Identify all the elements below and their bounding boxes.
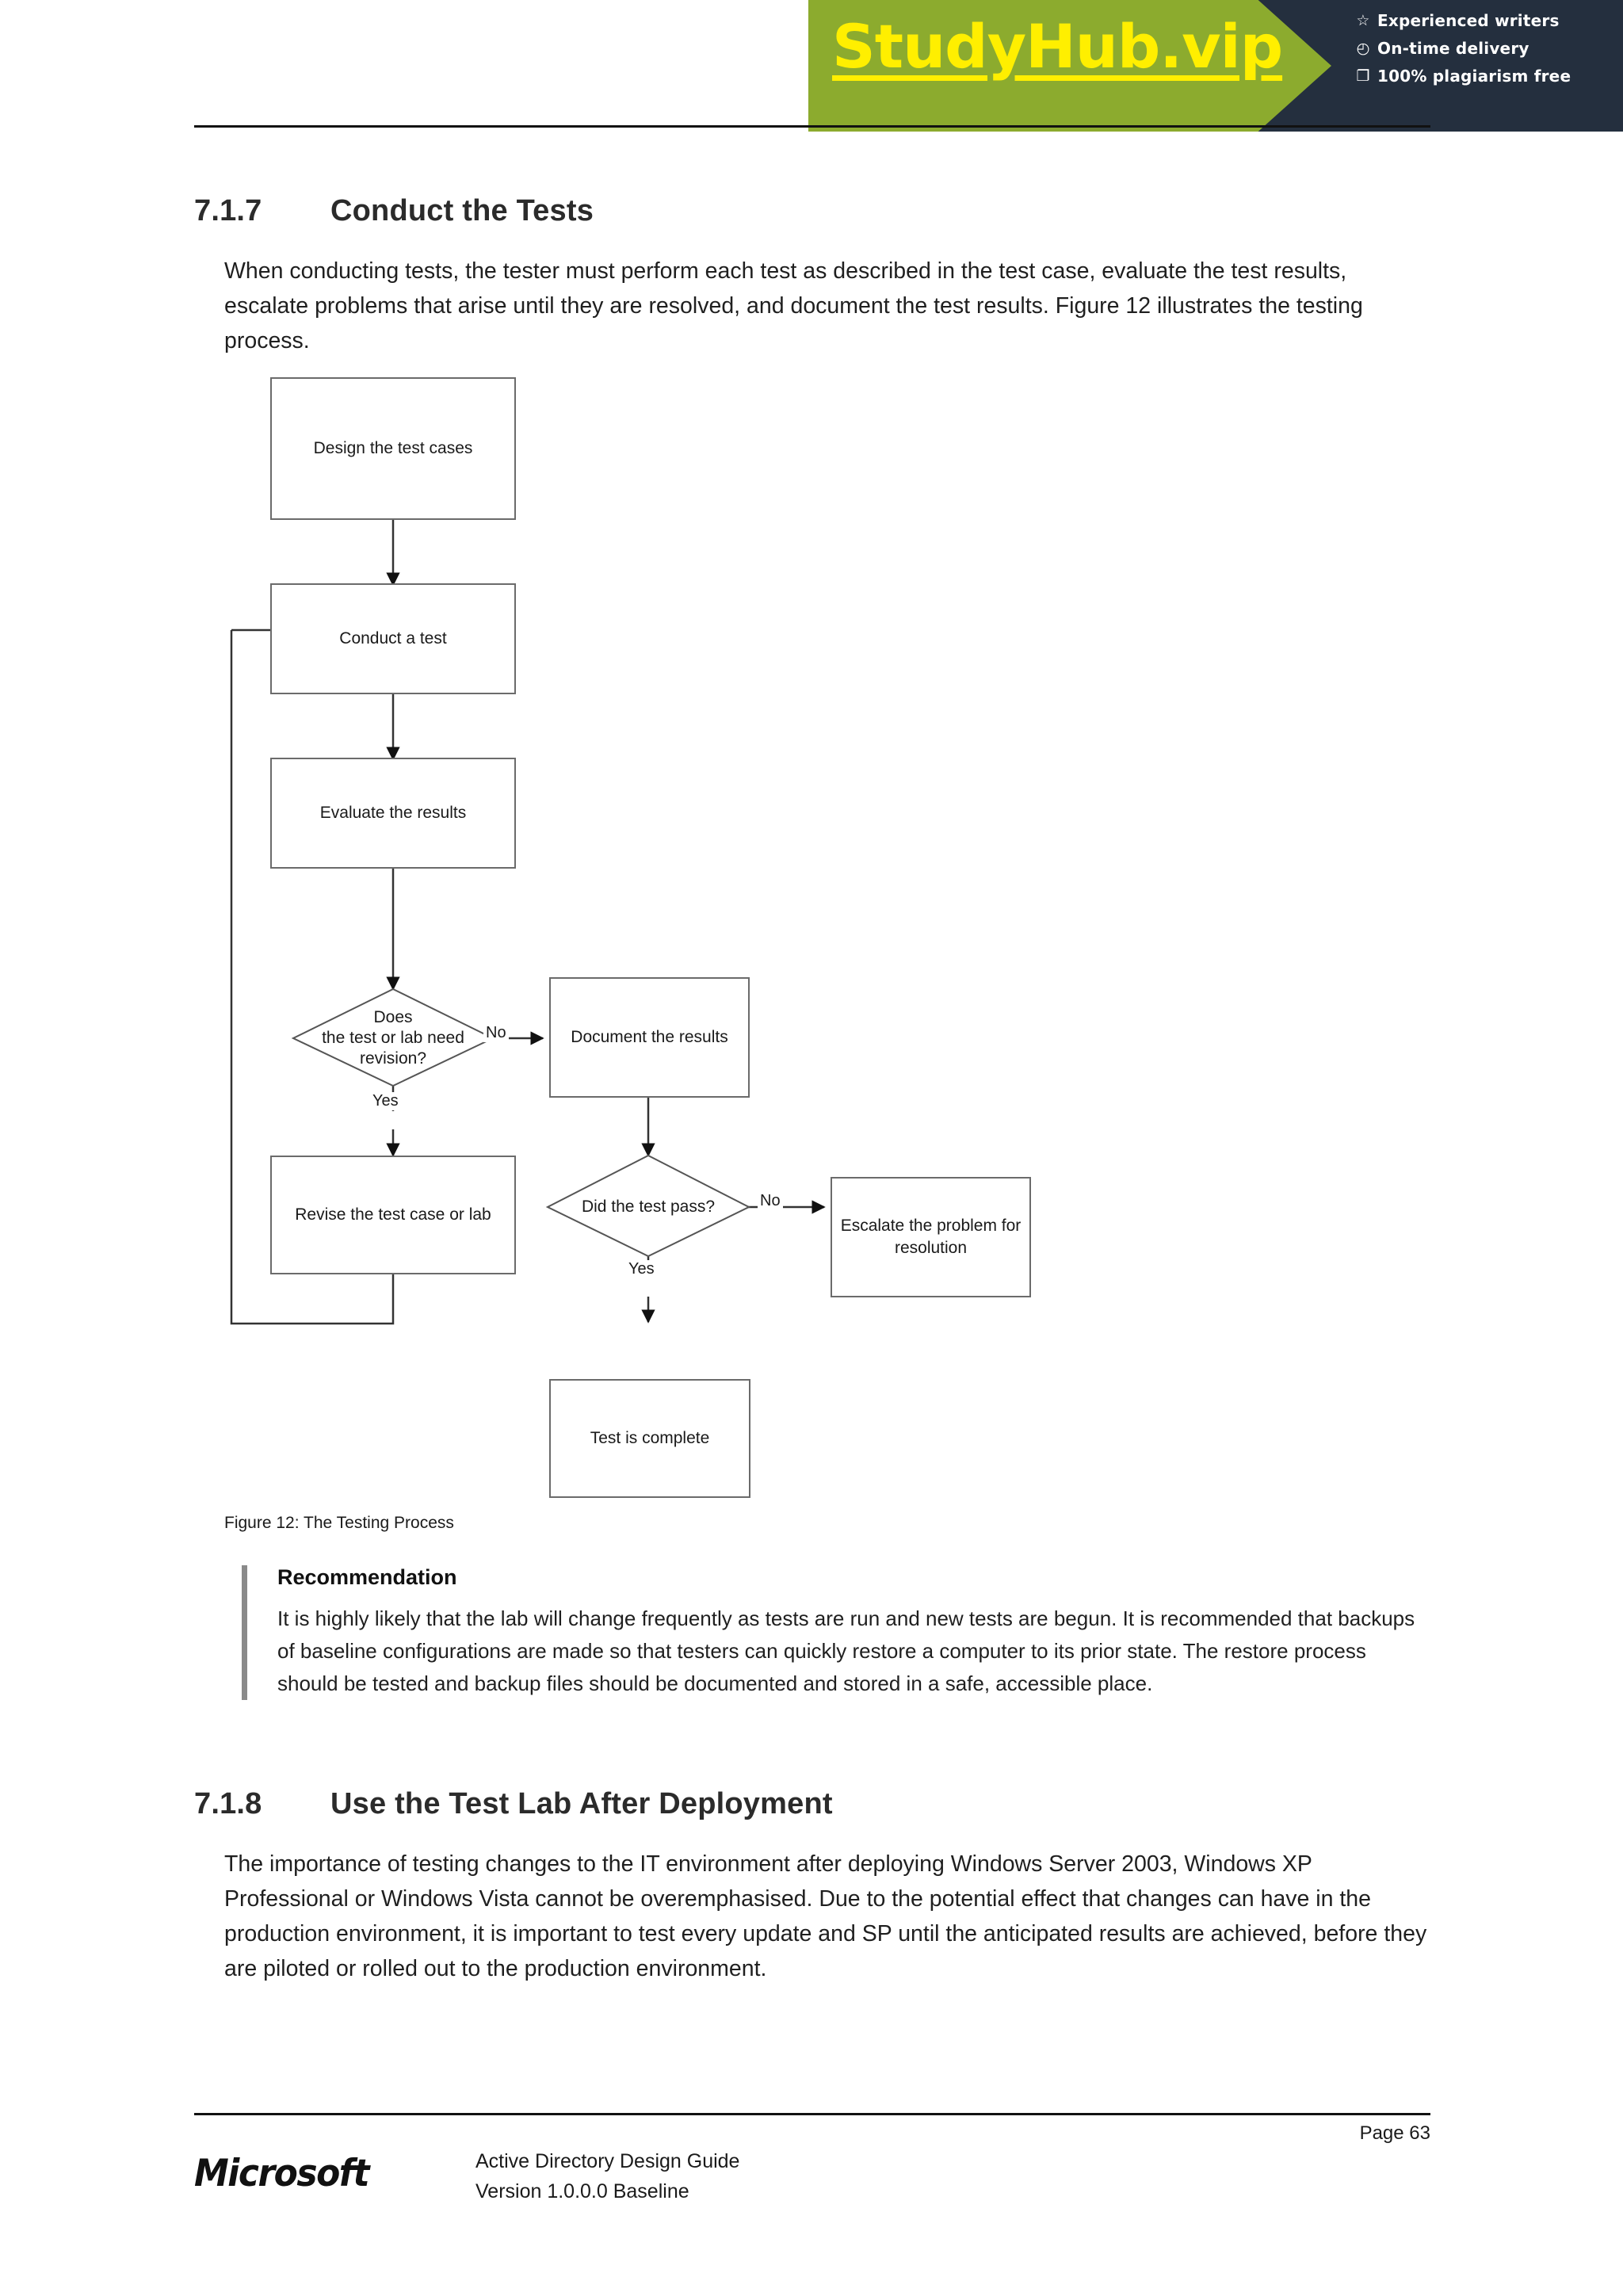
- promo-feature-plagiarism-free: ❐ 100% plagiarism free: [1355, 67, 1617, 86]
- flowchart-node-conduct-test[interactable]: Conduct a test: [270, 583, 516, 694]
- recommendation-callout: Recommendation It is highly likely that …: [242, 1565, 1430, 1700]
- flowchart-node-document-results[interactable]: Document the results: [549, 977, 750, 1098]
- star-icon: ☆: [1356, 11, 1370, 29]
- page-number: Page 63: [1359, 2122, 1430, 2144]
- clock-icon: ◴: [1356, 39, 1370, 57]
- studyhub-wordmark[interactable]: StudyHub.vip: [832, 11, 1283, 82]
- promo-banner: StudyHub.vip ☆ Experienced writers ◴ On-…: [808, 0, 1623, 132]
- page-title-7-1-8: 7.1.8 Use the Test Lab After Deployment: [194, 1787, 833, 1821]
- promo-feature-label: On-time delivery: [1377, 39, 1529, 58]
- recommendation-title: Recommendation: [277, 1565, 457, 1589]
- testing-process-flowchart: Design the test cases Conduct a test Eva…: [194, 349, 1145, 1514]
- promo-banner-green-panel: [808, 0, 1331, 132]
- section-number: 7.1.8: [194, 1787, 262, 1820]
- document-copy-icon: ❐: [1356, 67, 1370, 85]
- flowchart-edge-label-pass-no: No: [758, 1192, 783, 1210]
- section-title: Conduct the Tests: [330, 194, 594, 227]
- flowchart-edge-label-revision-no: No: [483, 1024, 509, 1042]
- flowchart-node-design-test-cases[interactable]: Design the test cases: [270, 377, 516, 520]
- page-title-7-1-7: 7.1.7 Conduct the Tests: [194, 194, 594, 228]
- section-number: 7.1.7: [194, 194, 262, 227]
- section-paragraph-7-1-7: When conducting tests, the tester must p…: [224, 258, 1363, 353]
- promo-feature-label: Experienced writers: [1377, 11, 1560, 30]
- microsoft-logo: Microsoft: [194, 2152, 369, 2196]
- recommendation-body: It is highly likely that the lab will ch…: [277, 1606, 1415, 1695]
- header-divider: [194, 125, 1430, 128]
- promo-feature-list: ☆ Experienced writers ◴ On-time delivery…: [1355, 11, 1617, 86]
- promo-feature-on-time-delivery: ◴ On-time delivery: [1355, 39, 1617, 58]
- flowchart-node-escalate-problem[interactable]: Escalate the problem for resolution: [831, 1177, 1031, 1297]
- flowchart-connectors: [230, 519, 826, 1325]
- footer-document-title: Active Directory Design Guide: [475, 2150, 740, 2172]
- promo-feature-experienced-writers: ☆ Experienced writers: [1355, 11, 1617, 30]
- flowchart-node-test-complete[interactable]: Test is complete: [549, 1379, 750, 1498]
- flowchart-node-evaluate-results[interactable]: Evaluate the results: [270, 758, 516, 869]
- flowchart-edge-label-pass-yes: Yes: [626, 1260, 657, 1278]
- footer-document-info: Active Directory Design Guide Version 1.…: [475, 2146, 739, 2206]
- promo-feature-label: 100% plagiarism free: [1377, 67, 1571, 86]
- footer-document-version: Version 1.0.0.0 Baseline: [475, 2180, 689, 2202]
- footer-divider: [194, 2113, 1430, 2115]
- flowchart-edge-label-revision-yes: Yes: [370, 1092, 401, 1110]
- figure-caption: Figure 12: The Testing Process: [224, 1514, 454, 1532]
- section-paragraph-7-1-8: The importance of testing changes to the…: [224, 1851, 1427, 1981]
- section-title: Use the Test Lab After Deployment: [330, 1787, 833, 1820]
- flowchart-node-revise-test-case[interactable]: Revise the test case or lab: [270, 1156, 516, 1274]
